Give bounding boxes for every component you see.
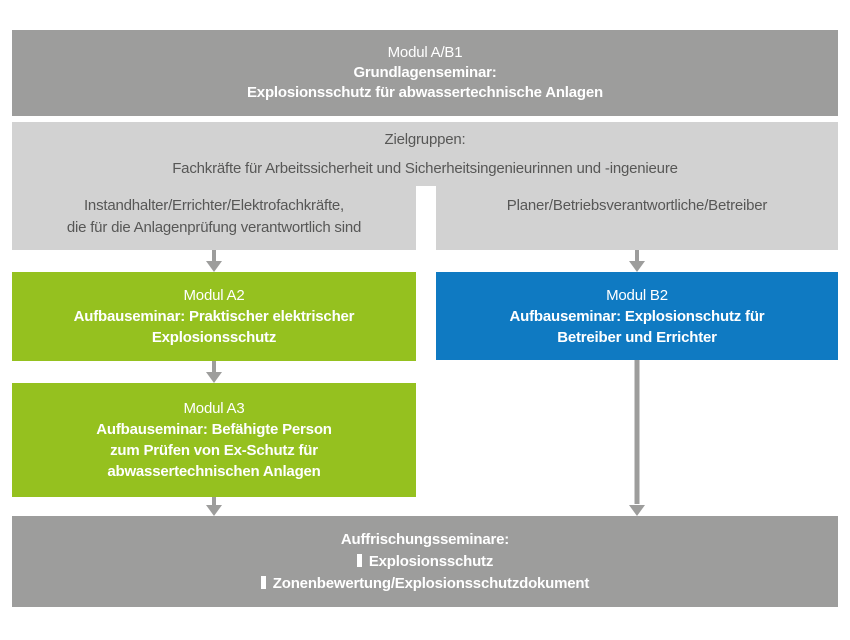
arrow-a3-to-refresher-icon <box>206 497 222 516</box>
arrow-right-to-b2-icon <box>629 250 645 272</box>
refresher-item-zonenbewertung: Zonenbewertung/Explosionsschutzdokument <box>260 573 589 595</box>
module-a3-line4: abwassertechnischen Anlagen <box>107 463 321 480</box>
module-b2-line2: Aufbauseminar: Explosionschutz für <box>509 307 765 325</box>
module-ab1-title: Modul A/B1 <box>387 44 463 61</box>
column-right-planners: Planer/Betriebsverantwortliche/Betreiber <box>436 186 838 250</box>
column-left-line2: die für die Anlagenprüfung verantwortlic… <box>66 219 362 236</box>
module-ab1-subtitle: Grundlagenseminar: <box>353 64 497 81</box>
target-groups-band: Zielgruppen: Fachkräfte für Arbeitssiche… <box>12 122 838 186</box>
module-b2-box: Modul B2 Aufbauseminar: Explosionschutz … <box>436 272 838 360</box>
column-right-line1: Planer/Betriebsverantwortliche/Betreiber <box>506 197 768 214</box>
module-a2-box: Modul A2 Aufbauseminar: Praktischer elek… <box>12 272 416 361</box>
module-a3-box: Modul A3 Aufbauseminar: Befähigte Person… <box>12 383 416 497</box>
module-b2-line3: Betreiber und Errichter <box>557 328 717 346</box>
target-groups-subtitle: Fachkräfte für Arbeitssicherheit und Sic… <box>172 160 678 177</box>
refresher-heading: Auffrischungsseminare: <box>340 530 510 548</box>
module-a3-line2: Aufbauseminar: Befähigte Person <box>96 421 332 438</box>
module-a3-line3: zum Prüfen von Ex-Schutz für <box>110 442 318 459</box>
target-groups-heading: Zielgruppen: <box>384 131 466 148</box>
column-left-line1: Instandhalter/Errichter/Elektrofachkräft… <box>83 197 345 214</box>
module-a3-title: Modul A3 <box>183 400 245 417</box>
refresher-item-explosionsschutz: Explosionsschutz <box>356 551 493 573</box>
module-a2-line2: Aufbauseminar: Praktischer elektrischer <box>73 308 355 325</box>
bullet-bar-icon <box>356 553 362 567</box>
module-a2-title: Modul A2 <box>183 287 245 304</box>
arrow-b2-to-refresher-icon <box>629 360 645 516</box>
refresher-seminars-box: Auffrischungsseminare: Explosionsschutz … <box>12 516 838 607</box>
arrow-a2-to-a3-icon <box>206 361 222 383</box>
column-left-maintainers: Instandhalter/Errichter/Elektrofachkräft… <box>12 186 416 250</box>
module-ab1-box: Modul A/B1 Grundlagenseminar: Explosions… <box>12 30 838 116</box>
module-a2-line3: Explosionsschutz <box>151 329 277 346</box>
module-ab1-description: Explosionsschutz für abwassertechnische … <box>247 84 603 101</box>
bullet-bar-icon <box>260 575 266 589</box>
arrow-left-to-a2-icon <box>206 250 222 272</box>
module-b2-title: Modul B2 <box>606 286 668 304</box>
